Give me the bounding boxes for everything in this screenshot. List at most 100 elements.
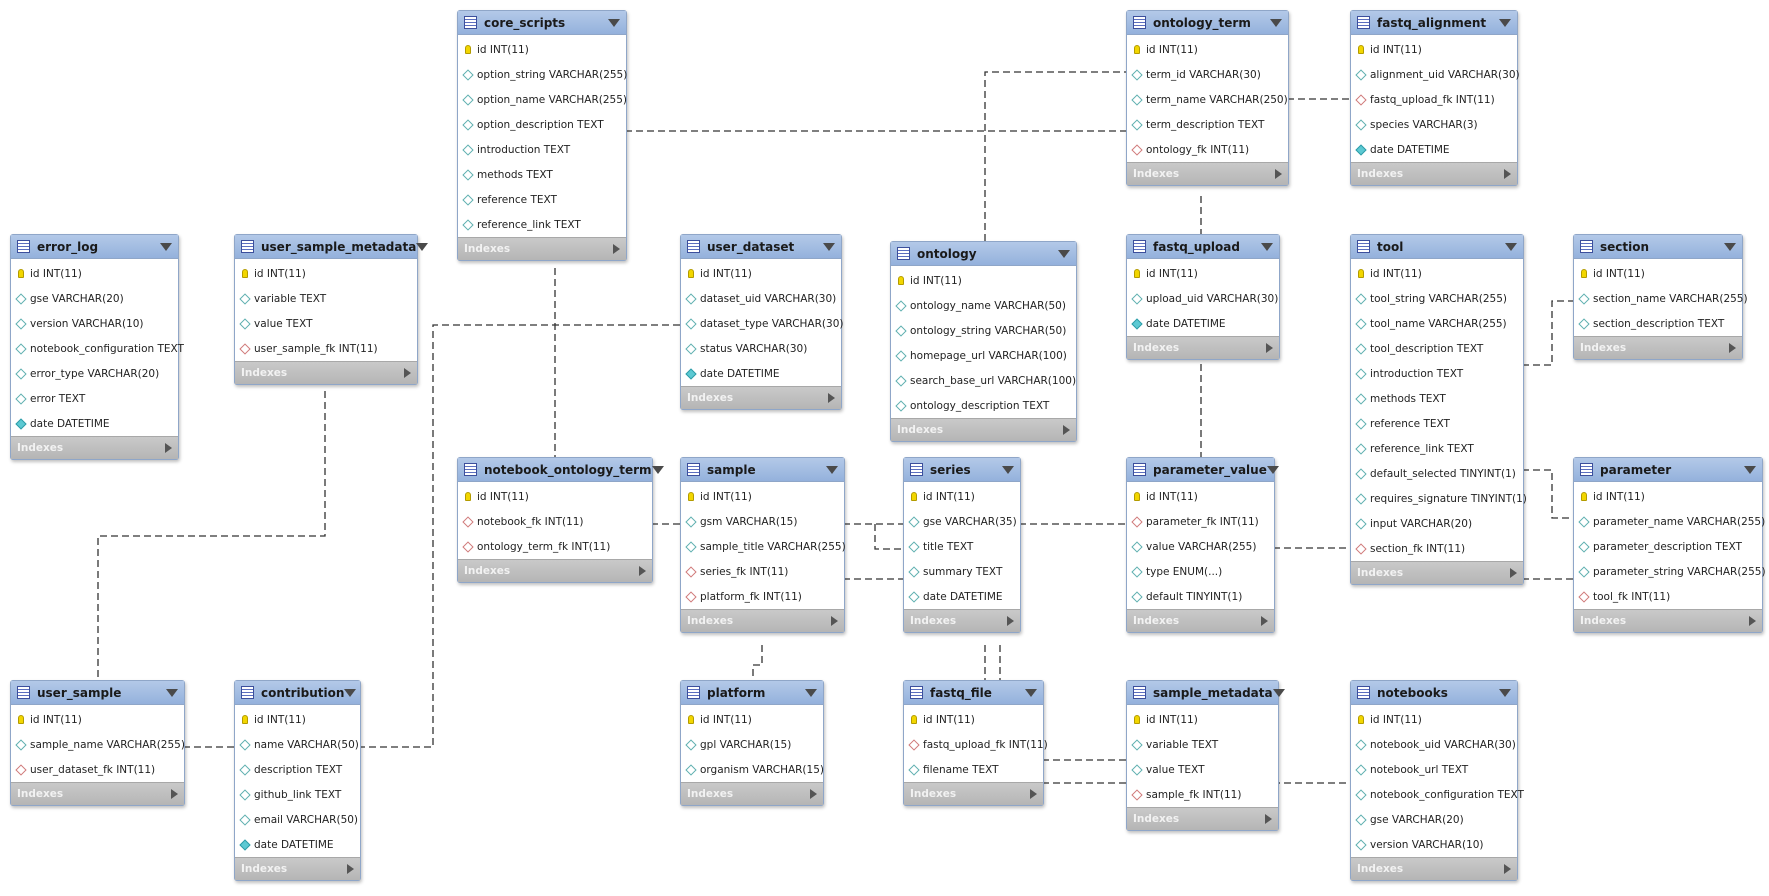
- column-row[interactable]: gse VARCHAR(35): [904, 509, 1020, 534]
- column-row[interactable]: term_id VARCHAR(30): [1127, 62, 1288, 87]
- column-row[interactable]: dataset_type VARCHAR(30): [681, 311, 843, 336]
- indexes-footer[interactable]: Indexes: [1574, 336, 1742, 359]
- column-row[interactable]: term_name VARCHAR(250): [1127, 87, 1288, 112]
- column-row[interactable]: sample_name VARCHAR(255): [11, 732, 185, 757]
- collapse-arrow-icon[interactable]: [1266, 465, 1279, 474]
- collapse-arrow-icon[interactable]: [1261, 242, 1273, 251]
- column-row[interactable]: methods TEXT: [1351, 386, 1523, 411]
- column-row[interactable]: parameter_description TEXT: [1574, 534, 1762, 559]
- column-row[interactable]: section_name VARCHAR(255): [1574, 286, 1748, 311]
- column-row[interactable]: id INT(11): [681, 707, 823, 732]
- column-row[interactable]: search_base_url VARCHAR(100): [891, 368, 1076, 393]
- column-row[interactable]: methods TEXT: [458, 162, 626, 187]
- column-row[interactable]: notebook_configuration TEXT: [11, 336, 184, 361]
- column-row[interactable]: parameter_name VARCHAR(255): [1574, 509, 1765, 534]
- column-row[interactable]: id INT(11): [1351, 261, 1523, 286]
- indexes-footer[interactable]: Indexes: [235, 361, 417, 384]
- expand-arrow-icon[interactable]: [828, 393, 835, 403]
- column-row[interactable]: id INT(11): [1574, 484, 1762, 509]
- expand-arrow-icon[interactable]: [165, 443, 172, 453]
- collapse-arrow-icon[interactable]: [344, 688, 357, 697]
- expand-arrow-icon[interactable]: [810, 789, 817, 799]
- column-row[interactable]: ontology_term_fk INT(11): [458, 534, 652, 559]
- collapse-arrow-icon[interactable]: [1002, 465, 1014, 474]
- table-header[interactable]: fastq_upload: [1127, 235, 1279, 259]
- column-row[interactable]: id INT(11): [681, 484, 844, 509]
- column-row[interactable]: default TINYINT(1): [1127, 584, 1274, 609]
- table-header[interactable]: user_dataset: [681, 235, 841, 259]
- column-row[interactable]: status VARCHAR(30): [681, 336, 841, 361]
- column-row[interactable]: id INT(11): [891, 268, 1076, 293]
- column-row[interactable]: id INT(11): [904, 484, 1020, 509]
- column-row[interactable]: id INT(11): [1351, 707, 1517, 732]
- column-row[interactable]: github_link TEXT: [235, 782, 360, 807]
- indexes-footer[interactable]: Indexes: [681, 782, 823, 805]
- column-row[interactable]: id INT(11): [1127, 484, 1274, 509]
- expand-arrow-icon[interactable]: [1504, 169, 1511, 179]
- column-row[interactable]: ontology_description TEXT: [891, 393, 1076, 418]
- column-row[interactable]: term_description TEXT: [1127, 112, 1288, 137]
- column-row[interactable]: species VARCHAR(3): [1351, 112, 1517, 137]
- column-row[interactable]: version VARCHAR(10): [1351, 832, 1517, 857]
- collapse-arrow-icon[interactable]: [823, 242, 835, 251]
- column-row[interactable]: id INT(11): [1574, 261, 1742, 286]
- indexes-footer[interactable]: Indexes: [904, 782, 1043, 805]
- table-header[interactable]: error_log: [11, 235, 178, 259]
- column-row[interactable]: type ENUM(...): [1127, 559, 1274, 584]
- column-row[interactable]: variable TEXT: [235, 286, 417, 311]
- expand-arrow-icon[interactable]: [1030, 789, 1037, 799]
- column-row[interactable]: id INT(11): [1127, 261, 1279, 286]
- column-row[interactable]: tool_string VARCHAR(255): [1351, 286, 1523, 311]
- table-header[interactable]: notebooks: [1351, 681, 1517, 705]
- column-row[interactable]: parameter_string VARCHAR(255): [1574, 559, 1766, 584]
- column-row[interactable]: tool_name VARCHAR(255): [1351, 311, 1523, 336]
- indexes-footer[interactable]: Indexes: [1127, 336, 1279, 359]
- column-row[interactable]: ontology_name VARCHAR(50): [891, 293, 1076, 318]
- table-header[interactable]: contribution: [235, 681, 360, 705]
- column-row[interactable]: requires_signature TINYINT(1): [1351, 486, 1527, 511]
- indexes-footer[interactable]: Indexes: [458, 237, 626, 260]
- indexes-footer[interactable]: Indexes: [11, 782, 184, 805]
- column-row[interactable]: gse VARCHAR(20): [1351, 807, 1517, 832]
- column-row[interactable]: notebook_uid VARCHAR(30): [1351, 732, 1517, 757]
- column-row[interactable]: reference TEXT: [458, 187, 626, 212]
- column-row[interactable]: reference TEXT: [1351, 411, 1523, 436]
- collapse-arrow-icon[interactable]: [160, 242, 172, 251]
- column-row[interactable]: alignment_uid VARCHAR(30): [1351, 62, 1520, 87]
- column-row[interactable]: id INT(11): [458, 484, 652, 509]
- column-row[interactable]: reference_link TEXT: [1351, 436, 1523, 461]
- expand-arrow-icon[interactable]: [639, 566, 646, 576]
- column-row[interactable]: organism VARCHAR(15): [681, 757, 824, 782]
- column-row[interactable]: upload_uid VARCHAR(30): [1127, 286, 1279, 311]
- collapse-arrow-icon[interactable]: [651, 465, 664, 474]
- table-header[interactable]: user_sample: [11, 681, 184, 705]
- column-row[interactable]: date DATETIME: [681, 361, 841, 386]
- column-row[interactable]: fastq_upload_fk INT(11): [904, 732, 1048, 757]
- column-row[interactable]: homepage_url VARCHAR(100): [891, 343, 1076, 368]
- collapse-arrow-icon[interactable]: [1270, 18, 1282, 27]
- indexes-footer[interactable]: Indexes: [1127, 609, 1274, 632]
- column-row[interactable]: gpl VARCHAR(15): [681, 732, 823, 757]
- column-row[interactable]: error TEXT: [11, 386, 178, 411]
- column-row[interactable]: tool_description TEXT: [1351, 336, 1523, 361]
- indexes-footer[interactable]: Indexes: [1127, 807, 1278, 830]
- column-row[interactable]: id INT(11): [1351, 37, 1517, 62]
- column-row[interactable]: introduction TEXT: [1351, 361, 1523, 386]
- column-row[interactable]: dataset_uid VARCHAR(30): [681, 286, 841, 311]
- column-row[interactable]: fastq_upload_fk INT(11): [1351, 87, 1517, 112]
- collapse-arrow-icon[interactable]: [416, 242, 429, 251]
- column-row[interactable]: option_description TEXT: [458, 112, 626, 137]
- expand-arrow-icon[interactable]: [404, 368, 411, 378]
